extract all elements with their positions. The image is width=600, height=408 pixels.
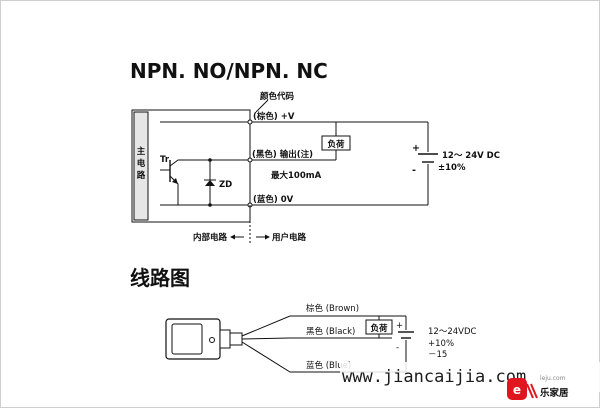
zener-junction-top — [208, 158, 212, 162]
transistor-label: Tr — [160, 155, 170, 165]
terminal-brown-label: (棕色) +V — [253, 111, 295, 122]
brand-logo: e — [507, 378, 538, 400]
wiring-supply-minus: - — [396, 343, 399, 353]
zener-diode-symbol — [204, 160, 216, 205]
diagram-title: NPN. NO/NPN. NC — [130, 59, 328, 83]
watermark-backdrop — [340, 362, 600, 392]
main-circuit-char-3: 路 — [137, 170, 146, 181]
color-code-pointer — [255, 99, 269, 113]
internal-circuit-box — [131, 109, 251, 223]
brand-small: leju.com — [540, 375, 566, 382]
main-circuit-block — [133, 111, 149, 221]
transistor-symbol — [160, 159, 179, 205]
wiring-supply-plus: + — [396, 321, 403, 331]
internal-circuit-label: 内部电路 — [193, 232, 228, 243]
terminal-blue-label: (蓝色) 0V — [253, 194, 294, 205]
main-circuit-char-2: 电 — [137, 158, 146, 169]
supply-tolerance: ±10% — [438, 163, 466, 173]
wire-brown-label: 棕色 (Brown) — [306, 303, 359, 314]
wiring-title: 线路图 — [130, 266, 190, 290]
wiring-supply-tol-minus: －15 — [428, 350, 447, 360]
sensor-body — [165, 318, 243, 360]
supply-minus: - — [412, 165, 416, 176]
wiring-supply-tol-plus: +10% — [428, 339, 454, 349]
main-circuit-label: 主 电 路 — [137, 146, 146, 181]
logo-letter: e — [513, 383, 521, 397]
wire-brown — [241, 315, 406, 337]
brand-name: 乐家居 — [540, 387, 569, 399]
wire-black — [241, 337, 366, 340]
arrow-internal-head — [230, 234, 235, 240]
terminal-black-label: (黑色) 输出(注) — [252, 149, 313, 160]
terminal-black — [247, 157, 253, 163]
arrow-user-head — [265, 234, 270, 240]
terminal-brown — [247, 119, 253, 125]
supply-plus: + — [412, 143, 420, 154]
main-circuit-char-1: 主 — [137, 146, 146, 157]
wiring-supply-voltage: 12～24VDC — [428, 327, 476, 337]
zener-junction-bottom — [208, 203, 212, 207]
supply-voltage: 12～ 24V DC — [442, 151, 500, 161]
wire-blue-label: 蓝色 (Blue) — [306, 360, 351, 371]
watermark-url: www.jiancaijia.com — [342, 367, 526, 387]
user-circuit-label: 用户电路 — [271, 232, 307, 243]
zener-label: ZD — [219, 180, 232, 190]
color-code-label: 颜色代码 — [260, 91, 295, 102]
max-current-label: 最大100mA — [271, 170, 322, 181]
wire-black-label: 黑色 (Black) — [306, 326, 355, 337]
load-label: 负荷 — [327, 139, 345, 150]
wiring-load-label: 负荷 — [370, 323, 388, 334]
